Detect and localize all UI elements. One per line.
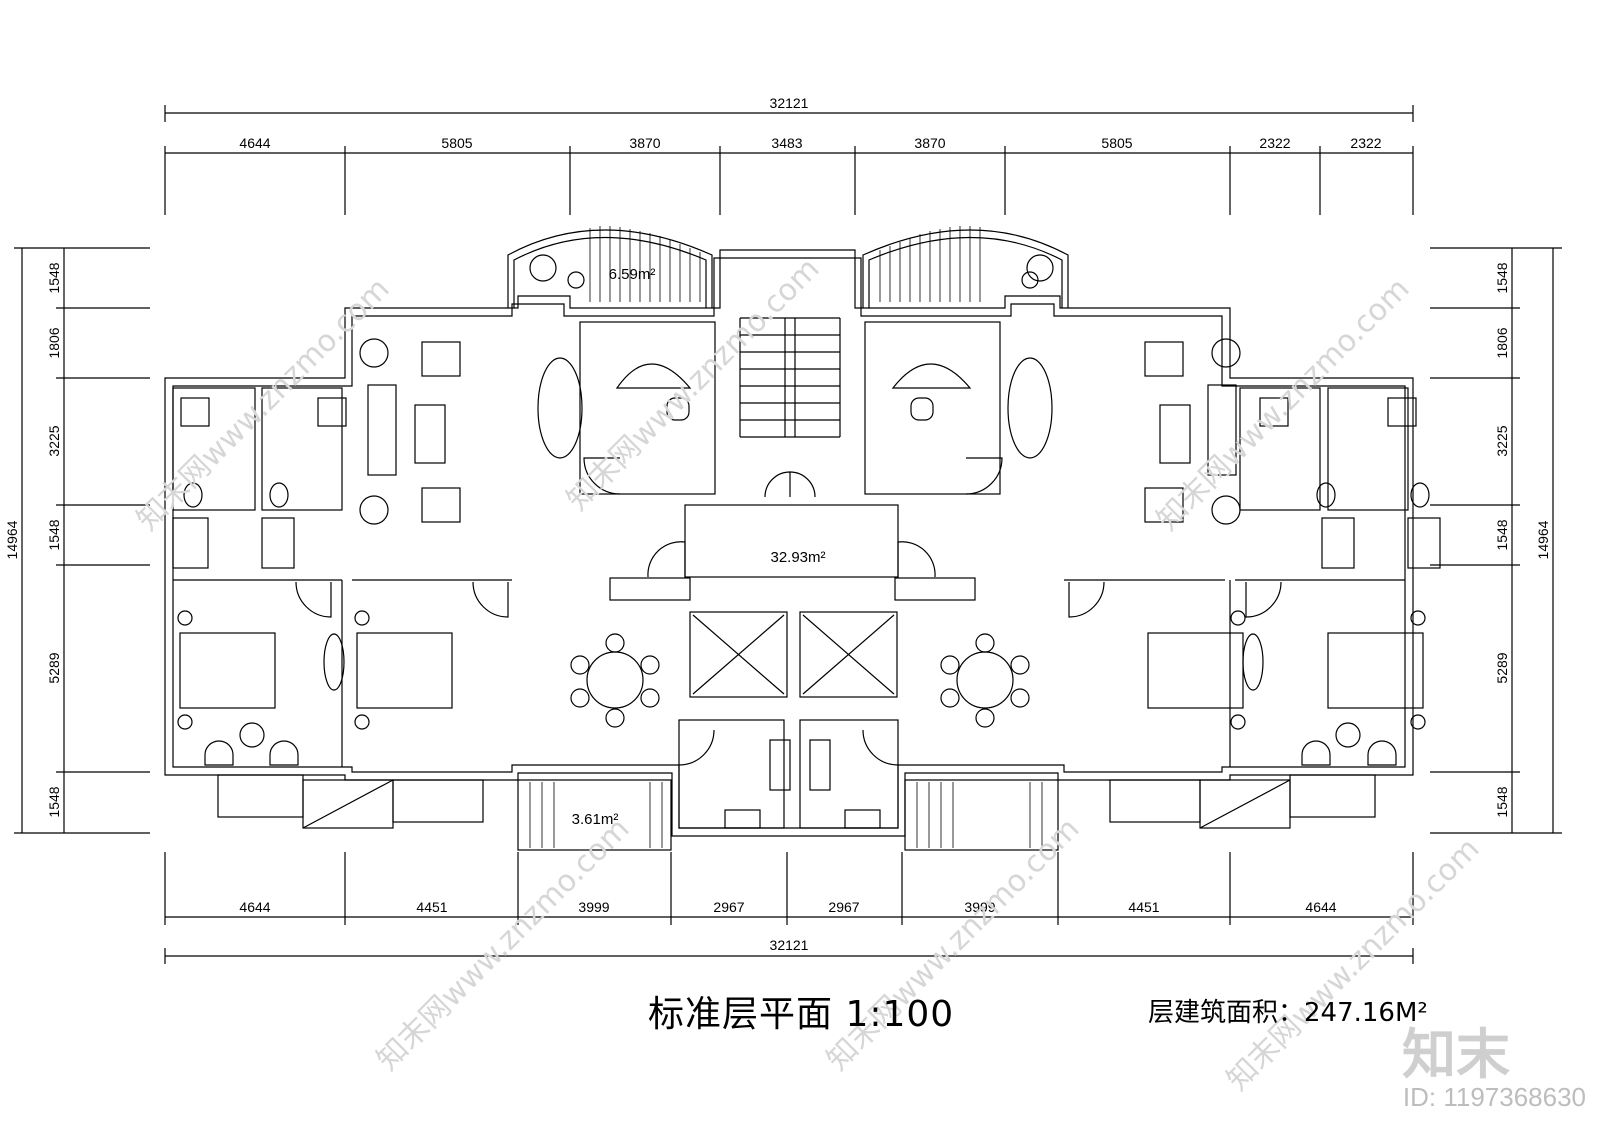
bottom-dimension-4: 2967 bbox=[713, 899, 744, 915]
top-dimension-5: 3870 bbox=[914, 135, 945, 151]
bottom-dimension-6: 3999 bbox=[964, 899, 995, 915]
right-dimension-5: 5289 bbox=[1494, 652, 1510, 683]
left-dimension-6: 1548 bbox=[46, 786, 62, 817]
top-dimension-3: 3870 bbox=[629, 135, 660, 151]
top-dimension-6: 5805 bbox=[1101, 135, 1132, 151]
bottom-dimension-5: 2967 bbox=[828, 899, 859, 915]
watermark-id: ID: 1197368630 bbox=[1402, 1082, 1586, 1112]
bottom-balcony-area-label: 3.61m² bbox=[572, 811, 619, 828]
watermark-logo: 知末 bbox=[1402, 1023, 1510, 1086]
bathrooms bbox=[172, 387, 1441, 569]
bottom-dimension-7: 4451 bbox=[1128, 899, 1159, 915]
dining-tables bbox=[570, 633, 1030, 728]
study-rooms bbox=[537, 321, 1053, 495]
living-rooms bbox=[359, 338, 1241, 525]
stairwell bbox=[739, 317, 841, 498]
bedrooms bbox=[173, 579, 1426, 767]
drawing-title: 标准层平面 1:100 bbox=[648, 994, 955, 1035]
left-dimension-3: 3225 bbox=[46, 425, 62, 456]
right-dimension-4: 1548 bbox=[1494, 519, 1510, 550]
top-dimension-8: 2322 bbox=[1350, 135, 1381, 151]
left-dimension-1: 1548 bbox=[46, 262, 62, 293]
top-dimension-1: 4644 bbox=[239, 135, 270, 151]
kitchens bbox=[678, 719, 899, 829]
top-dimension-4: 3483 bbox=[771, 135, 802, 151]
right-overall-dimension: 14964 bbox=[1535, 520, 1551, 559]
exterior-walls bbox=[164, 249, 1414, 837]
left-dimension-2: 1806 bbox=[46, 327, 62, 358]
floor-area-label: 层建筑面积：247.16M² bbox=[1148, 998, 1428, 1028]
right-dimension-6: 1548 bbox=[1494, 786, 1510, 817]
top-balcony-area-label: 6.59m² bbox=[609, 266, 656, 283]
bottom-overall-dimension: 32121 bbox=[770, 937, 809, 953]
right-dimension-2: 1806 bbox=[1494, 327, 1510, 358]
bottom-dimension-8: 4644 bbox=[1305, 899, 1336, 915]
left-dimension-5: 5289 bbox=[46, 652, 62, 683]
left-dimension-4: 1548 bbox=[46, 519, 62, 550]
top-dimension-2: 5805 bbox=[441, 135, 472, 151]
elevator-lobby bbox=[609, 504, 976, 698]
top-overall-dimension: 32121 bbox=[770, 95, 809, 111]
top-dimension-7: 2322 bbox=[1259, 135, 1290, 151]
right-dimension-3: 3225 bbox=[1494, 425, 1510, 456]
top-balconies bbox=[507, 226, 1069, 308]
lobby-area-label: 32.93m² bbox=[770, 549, 825, 566]
bottom-balconies bbox=[217, 774, 1376, 851]
dimension-lines bbox=[14, 105, 1562, 964]
right-dimension-1: 1548 bbox=[1494, 262, 1510, 293]
left-overall-dimension: 14964 bbox=[4, 520, 20, 559]
bottom-dimension-2: 4451 bbox=[416, 899, 447, 915]
bottom-dimension-1: 4644 bbox=[239, 899, 270, 915]
bottom-dimension-3: 3999 bbox=[578, 899, 609, 915]
